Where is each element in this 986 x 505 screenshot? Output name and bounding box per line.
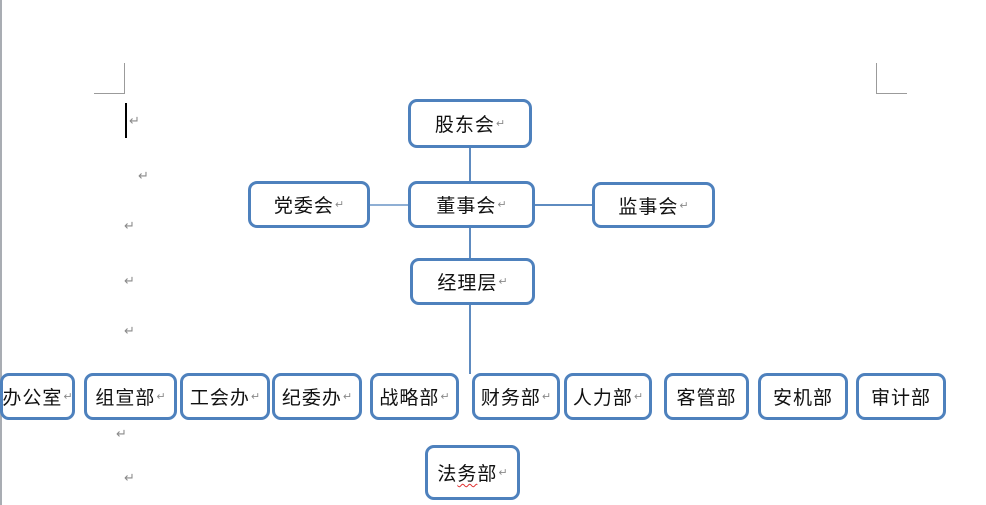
org-node-label: 办公室: [2, 388, 63, 409]
return-mark: ↵: [342, 390, 353, 403]
paragraph-mark: ↵: [129, 114, 140, 129]
return-mark: ↵: [334, 198, 345, 211]
org-node-label: 人力部: [572, 388, 633, 409]
paragraph-mark: ↵: [124, 324, 135, 339]
paragraph-mark: ↵: [138, 169, 149, 184]
margin-crop-mark-top-right: [876, 63, 907, 94]
margin-crop-mark-top-left: [94, 63, 125, 94]
org-node-legal[interactable]: 法务部↵: [425, 445, 520, 500]
paragraph-mark: ↵: [124, 471, 135, 486]
org-node-party-committee[interactable]: 党委会↵: [248, 181, 370, 228]
return-mark: ↵: [498, 275, 508, 288]
org-node-label: 财务部: [480, 388, 541, 409]
page-edge-line: [0, 0, 2, 505]
org-node-label: 组宣部: [95, 388, 156, 409]
org-node-keguan[interactable]: 客管部: [664, 373, 749, 420]
return-mark: ↵: [679, 198, 689, 212]
org-node-audit[interactable]: 审计部: [856, 373, 946, 420]
paragraph-mark: ↵: [124, 274, 135, 289]
org-node-strategy[interactable]: 战略部↵: [370, 373, 459, 420]
return-mark: ↵: [495, 117, 506, 130]
connector-shareholders-board: [469, 147, 471, 182]
org-node-anji[interactable]: 安机部: [758, 373, 848, 420]
org-node-label: 审计部: [870, 388, 931, 409]
org-node-management[interactable]: 经理层↵: [410, 258, 535, 305]
org-node-jiwei[interactable]: 纪委办↵: [272, 373, 362, 420]
return-mark: ↵: [498, 466, 508, 479]
org-node-label: 经理层: [437, 273, 498, 294]
return-mark: ↵: [63, 390, 73, 403]
connector-management-departments: [469, 304, 471, 374]
paragraph-mark: ↵: [124, 219, 135, 234]
org-node-supervisors[interactable]: 监事会↵: [592, 182, 715, 228]
return-mark: ↵: [541, 390, 552, 403]
connector-board-management: [469, 227, 471, 259]
org-node-shareholders[interactable]: 股东会↵: [408, 99, 532, 148]
return-mark: ↵: [156, 390, 166, 403]
org-node-hr[interactable]: 人力部↵: [564, 373, 652, 420]
org-node-label: 纪委办: [281, 388, 342, 409]
org-node-finance[interactable]: 财务部↵: [472, 373, 560, 420]
org-node-union-office[interactable]: 工会办↵: [180, 373, 270, 420]
return-mark: ↵: [497, 198, 507, 211]
org-node-label: 监事会: [618, 196, 679, 218]
org-node-label: 工会办: [189, 388, 250, 409]
return-mark: ↵: [250, 390, 261, 403]
org-node-label: 客管部: [676, 388, 737, 409]
org-node-zuxuan[interactable]: 组宣部↵: [84, 373, 177, 420]
connector-board-supervisors: [534, 204, 593, 206]
return-mark: ↵: [633, 390, 644, 403]
text-cursor: [125, 103, 127, 138]
paragraph-mark: ↵: [116, 427, 127, 442]
return-mark: ↵: [440, 390, 450, 403]
org-node-label: 安机部: [772, 388, 833, 409]
connector-party-board: [369, 204, 409, 206]
org-node-office[interactable]: 办公室↵: [0, 373, 75, 420]
org-node-label-char: 部: [477, 464, 498, 485]
org-node-label: 战略部: [379, 388, 440, 409]
org-node-label-char-misspelled: 务: [457, 464, 478, 485]
org-node-label: 董事会: [436, 196, 497, 217]
org-node-label: 党委会: [273, 196, 334, 217]
org-node-label-char: 法: [437, 464, 458, 485]
org-node-label: 股东会: [434, 115, 495, 136]
org-node-board[interactable]: 董事会↵: [408, 181, 535, 228]
